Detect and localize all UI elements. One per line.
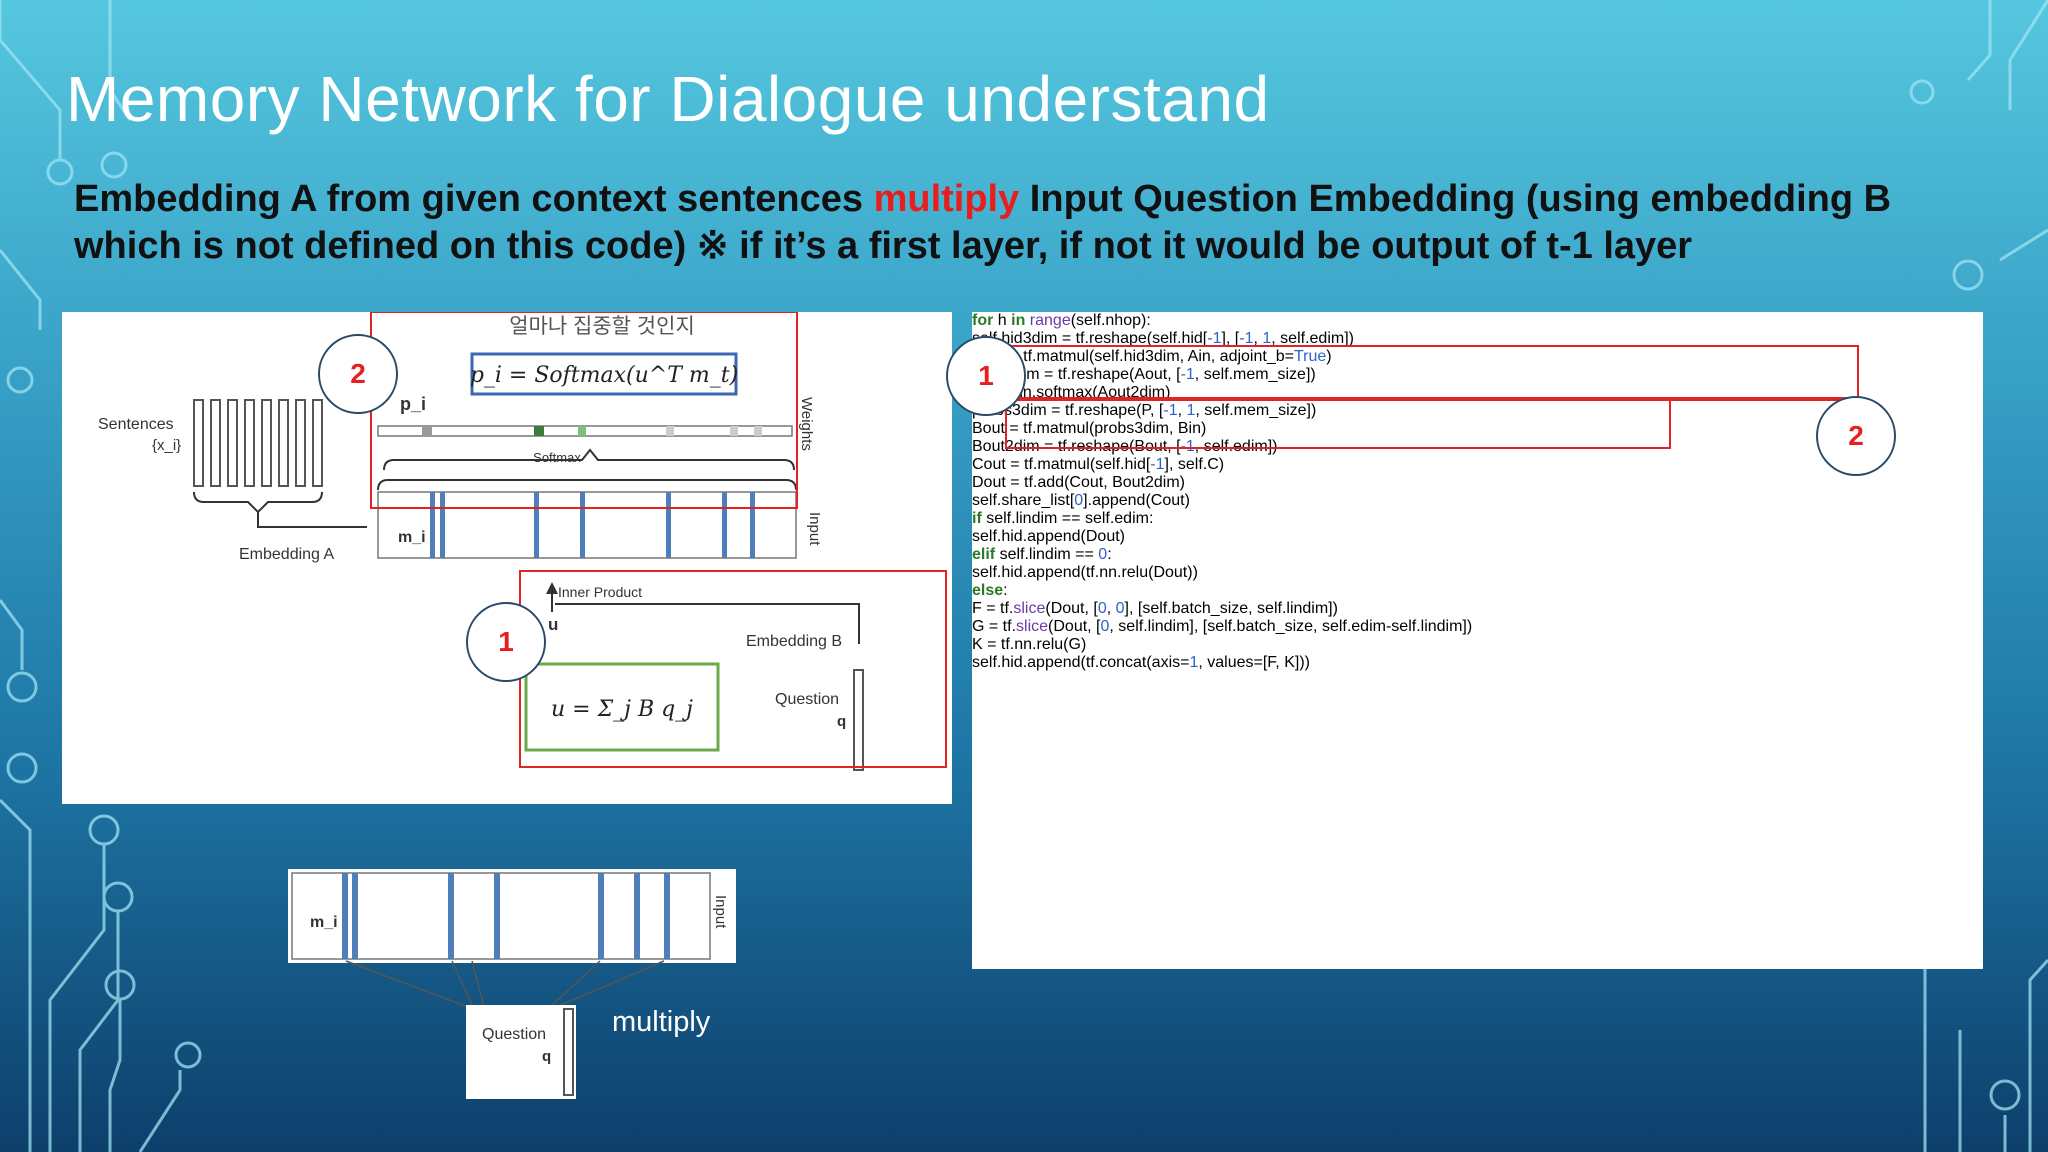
code-line: Bout2dim = tf.reshape(Bout, [-1, self.ed… [972, 438, 1278, 455]
diagram-svg: 얼마나 집중할 것인지 p_i = Softmax(u^T m_t) p_i S… [98, 311, 947, 771]
code-line: Aout = tf.matmul(self.hid3dim, Ain, adjo… [972, 348, 1332, 365]
code-line: else: [972, 582, 1008, 599]
multiply-svg: m_i Input Question q [288, 869, 736, 1099]
code-line: probs3dim = tf.reshape(P, [-1, 1, self.m… [972, 402, 1317, 419]
code-line: K = tf.nn.relu(G) [972, 636, 1087, 653]
subtitle-highlight: multiply [873, 178, 1020, 220]
badge-1-code: 1 [946, 336, 1026, 416]
code-line: for h in range(self.nhop): [972, 312, 1151, 329]
code-line: elif self.lindim == 0: [972, 546, 1112, 563]
p-label: p_i [400, 394, 426, 414]
code-line: self.hid3dim = tf.reshape(self.hid[-1], … [972, 330, 1354, 347]
small-q-label: q [542, 1048, 551, 1065]
code-panel: for h in range(self.nhop): self.hid3dim … [946, 312, 1983, 969]
badge-1-diagram: 1 [466, 602, 546, 682]
memory-network-diagram: 얼마나 집중할 것인지 p_i = Softmax(u^T m_t) p_i S… [62, 311, 952, 804]
small-m-label: m_i [310, 914, 338, 931]
embedding-b-label: Embedding B [746, 633, 842, 650]
code-line: self.hid.append(tf.nn.relu(Dout)) [972, 564, 1198, 581]
code-line: Cout = tf.matmul(self.hid[-1], self.C) [972, 456, 1225, 473]
attention-label: 얼마나 집중할 것인지 [509, 315, 695, 338]
code-line: G = tf.slice(Dout, [0, self.lindim], [se… [972, 618, 1473, 635]
small-input-label: Input [712, 895, 729, 929]
sentences-label: Sentences [98, 416, 174, 433]
slide-title: Memory Network for Dialogue understand [66, 63, 1270, 135]
softmax-label: Softmax [533, 450, 581, 465]
multiply-caption: multiply [612, 1006, 711, 1038]
multiply-diagram: m_i Input Question q [288, 869, 736, 1099]
code-line: if self.lindim == self.edim: [972, 510, 1154, 527]
small-question-label: Question [482, 1026, 546, 1043]
sentences-var: {x_i} [152, 437, 181, 454]
subtitle-part1: Embedding A from given context sentences [74, 178, 874, 220]
u-label: u [548, 615, 558, 634]
subtitle-part2: Input Question Embedding (using embeddin… [74, 178, 1892, 267]
code-line: self.hid.append(tf.concat(axis=1, values… [972, 654, 1310, 671]
weights-label: Weights [798, 397, 815, 451]
code-line: self.hid.append(Dout) [972, 528, 1125, 545]
embedding-a-label: Embedding A [239, 546, 335, 563]
inner-product-label: Inner Product [558, 584, 642, 600]
code-line: Dout = tf.add(Cout, Bout2dim) [972, 474, 1185, 491]
code-line: F = tf.slice(Dout, [0, 0], [self.batch_s… [972, 600, 1338, 617]
code-line: self.share_list[0].append(Cout) [972, 492, 1190, 509]
badge-2-code: 2 [1816, 396, 1896, 476]
input-label: Input [806, 512, 823, 546]
slide-subtitle: Embedding A from given context sentences… [74, 176, 1994, 270]
code-line: Bout = tf.matmul(probs3dim, Bin) [972, 420, 1207, 437]
q-label: q [837, 713, 846, 730]
badge-2-diagram: 2 [318, 334, 398, 414]
m-label: m_i [398, 529, 426, 546]
u-formula: u = Σ_j B q_j [551, 697, 693, 722]
question-label: Question [775, 691, 839, 708]
softmax-formula: p_i = Softmax(u^T m_t) [470, 363, 738, 388]
